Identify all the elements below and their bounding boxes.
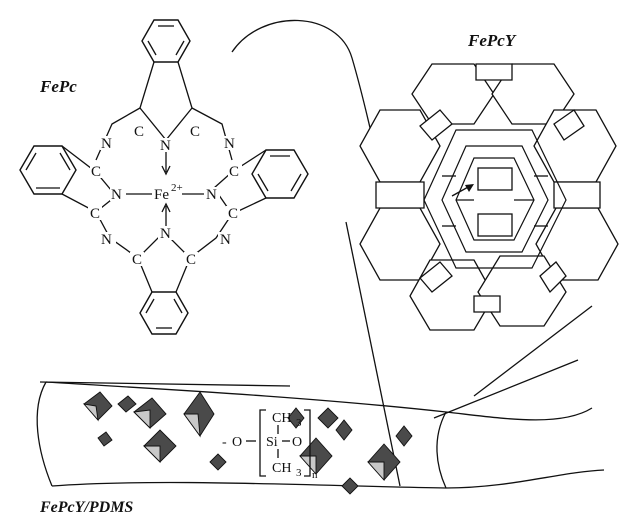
- svg-text:N: N: [101, 232, 112, 248]
- crystal: [142, 429, 177, 464]
- fepc-title: FePc: [39, 77, 77, 96]
- zoom-line-left: [345, 221, 401, 487]
- svg-text:C: C: [229, 164, 239, 180]
- svg-text:N: N: [111, 187, 122, 203]
- svg-text:C: C: [190, 124, 200, 140]
- crystal: [133, 397, 167, 430]
- svg-text:3: 3: [296, 417, 302, 429]
- pdms-membrane: - O CH 3 Si O CH 3 n: [36, 381, 605, 495]
- connector-arc: [231, 19, 373, 137]
- svg-text:CH: CH: [272, 461, 291, 476]
- svg-text:C: C: [134, 124, 144, 140]
- crystal: [82, 391, 113, 422]
- crystal: [183, 391, 215, 438]
- svg-text:N: N: [160, 226, 171, 242]
- svg-text:N: N: [160, 138, 171, 154]
- composite-title: FePcY/PDMS: [39, 499, 133, 516]
- svg-text:Si: Si: [266, 435, 278, 450]
- svg-text:O: O: [232, 435, 242, 450]
- svg-text:N: N: [220, 232, 231, 248]
- svg-text:O: O: [292, 435, 302, 450]
- crystal: [287, 407, 305, 429]
- pdms-repeat-unit: - O CH 3 Si O CH 3 n: [222, 409, 318, 481]
- crystal: [395, 425, 413, 447]
- crystal: [335, 419, 353, 441]
- fe-center: Fe: [154, 187, 169, 203]
- zoom-line-mid: [433, 359, 579, 419]
- svg-text:C: C: [91, 164, 101, 180]
- benzene-ring-right: [251, 149, 309, 199]
- svg-text:CH: CH: [272, 411, 291, 426]
- svg-text:2+: 2+: [171, 182, 183, 194]
- crystal: [341, 477, 359, 495]
- svg-text:N: N: [206, 187, 217, 203]
- svg-text:n: n: [312, 469, 318, 481]
- crystal: [97, 431, 113, 447]
- crystal: [209, 453, 227, 471]
- svg-text:N: N: [224, 136, 235, 152]
- benzene-ring-top: [141, 19, 191, 63]
- svg-text:C: C: [132, 252, 142, 268]
- svg-text:C: C: [186, 252, 196, 268]
- benzene-ring-left: [19, 145, 77, 195]
- svg-text:N: N: [101, 136, 112, 152]
- crystal: [366, 443, 401, 482]
- zoom-line-right: [473, 305, 593, 397]
- crystal: [317, 407, 339, 429]
- svg-text:-: -: [222, 435, 227, 450]
- fepc-molecule: C C N N N C C N N Fe 2+ C C N N N C C: [19, 19, 309, 335]
- fepcy-title: FePcY: [467, 31, 517, 50]
- crystal: [298, 437, 333, 476]
- zeolite-cage: [359, 63, 619, 331]
- benzene-ring-bottom: [139, 291, 189, 335]
- svg-text:C: C: [90, 206, 100, 222]
- crystal: [117, 395, 137, 413]
- svg-text:3: 3: [296, 467, 302, 479]
- svg-text:C: C: [228, 206, 238, 222]
